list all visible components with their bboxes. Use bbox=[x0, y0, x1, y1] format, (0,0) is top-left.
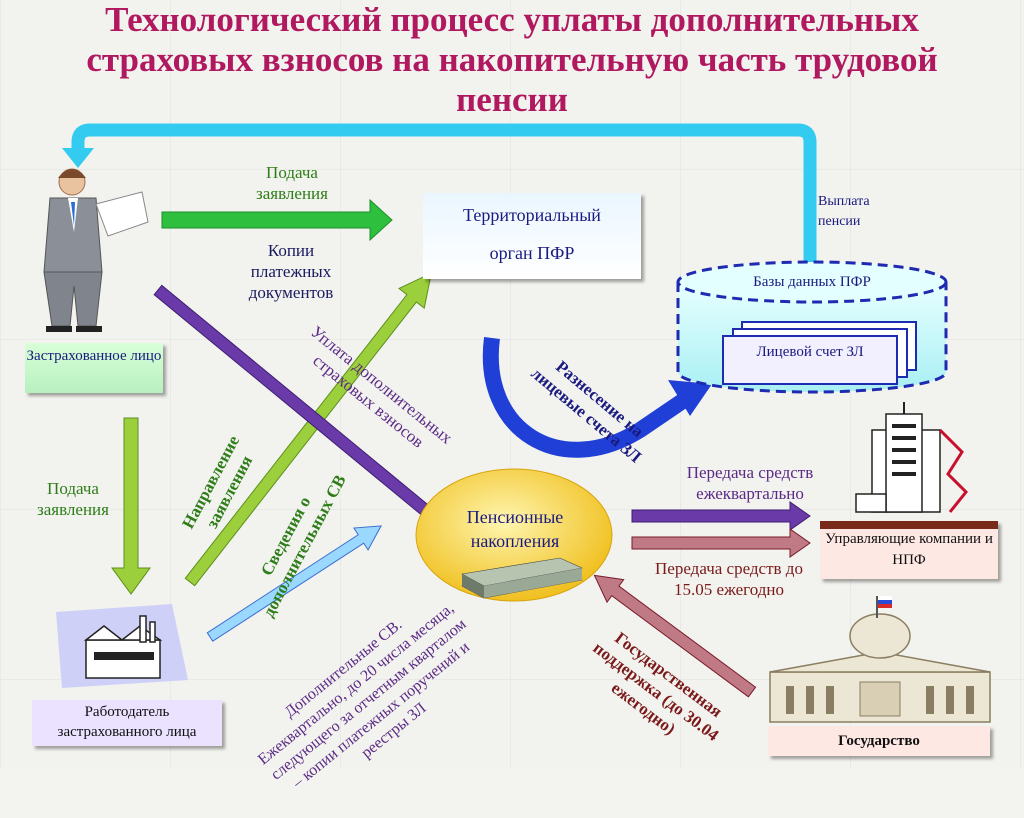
insured-person-figure bbox=[43, 168, 149, 332]
money-stack-icon bbox=[461, 557, 583, 599]
submit-application-arrow bbox=[161, 198, 393, 242]
quarterly-transfer-label: Передача средств ежеквартально bbox=[686, 463, 814, 503]
account-card bbox=[722, 335, 898, 385]
employer-box: Работодатель застрахованного лица bbox=[32, 700, 222, 746]
posting-arrowhead bbox=[668, 380, 712, 416]
state-building-icon bbox=[769, 596, 991, 723]
territorial-pfr-line1: Территориальный bbox=[463, 205, 601, 225]
posting-curve-arrow bbox=[482, 336, 695, 458]
submit-application-label: Подача заявления bbox=[256, 163, 328, 203]
factory-icon bbox=[56, 604, 188, 688]
annual-transfer-arrow bbox=[631, 528, 811, 558]
state-support-arrow bbox=[593, 574, 757, 698]
employer-to-pension-arrow bbox=[206, 525, 382, 642]
payment-copies-label: Копии платежных документов bbox=[248, 241, 334, 302]
pension-savings-label: Пенсионные накопления bbox=[466, 507, 564, 551]
pension-payout-label: Выплата пенсии bbox=[818, 194, 870, 229]
annual-transfer-label: Передача средств до 15.05 ежегодно bbox=[655, 559, 803, 599]
payout-arrowhead bbox=[62, 148, 94, 168]
page-title: Технологический процесс уплаты дополните… bbox=[86, 0, 938, 119]
submit-application-left-label: Подача заявления bbox=[37, 479, 109, 519]
management-companies-box: Управляющие компании и НПФ bbox=[820, 521, 998, 579]
payout-arrow bbox=[71, 123, 817, 262]
diagram-arrows bbox=[43, 123, 991, 723]
state-box: Государство bbox=[768, 726, 990, 756]
office-building-icon bbox=[855, 402, 969, 513]
application-down-arrow bbox=[111, 417, 151, 595]
quarterly-transfer-arrow bbox=[631, 501, 811, 531]
direction-application-arrow bbox=[184, 272, 433, 587]
territorial-pfr-line2: орган ПФР bbox=[489, 243, 575, 263]
insured-person-box: Застрахованное лицо bbox=[25, 343, 163, 393]
territorial-pfr-box: Территориальный орган ПФР bbox=[423, 193, 641, 279]
personal-account-label: Лицевой счет ЗЛ bbox=[756, 344, 864, 360]
database-label: Базы данных ПФР bbox=[753, 274, 871, 290]
